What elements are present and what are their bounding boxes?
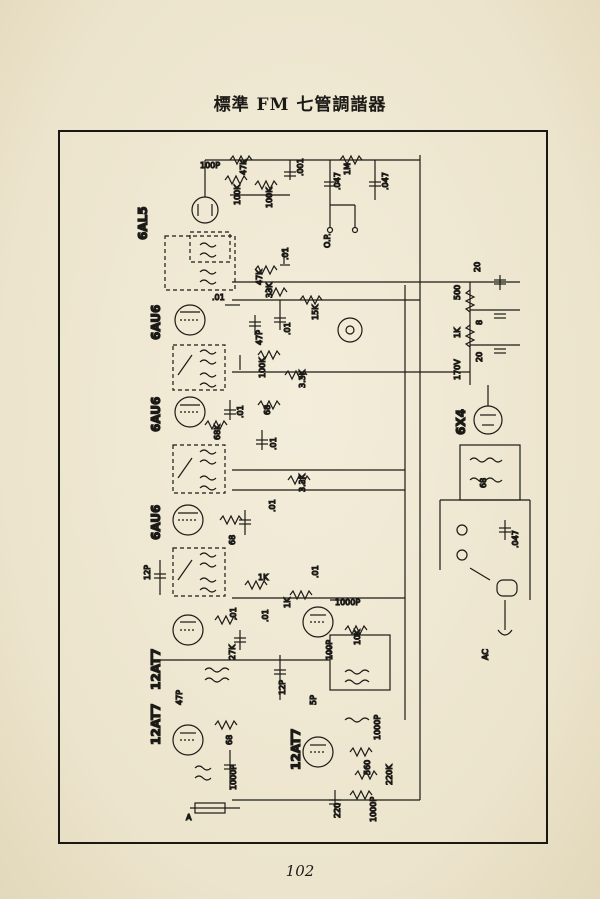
label-100k-b: 100K bbox=[265, 187, 274, 208]
label-antenna: A bbox=[186, 813, 192, 822]
label-01-a: .01 bbox=[281, 247, 290, 260]
label-1k-b: 1K bbox=[283, 597, 292, 608]
label-33k-a: 33K bbox=[265, 282, 274, 298]
stage-6au6-2: 6AU6 .01 68 68K .01 bbox=[148, 396, 281, 451]
label-01-i: .01 bbox=[261, 609, 270, 622]
stage-6al5: 6AL5 100P 47K .001 1M .047 .047 100K 100… bbox=[135, 154, 420, 291]
tube-label-12at7-1: 12AT7 bbox=[149, 648, 163, 690]
label-1000p-d: 1000P bbox=[369, 797, 378, 822]
label-output: O.P. bbox=[323, 233, 332, 248]
label-500: 500 bbox=[453, 285, 462, 300]
page-title: 標準 FM 七管調諧器 bbox=[213, 95, 387, 115]
stage-12at7-2: 12AT7 12AT7 68 1000P 1000P 560 220K 220 … bbox=[148, 703, 394, 823]
tube-label-6au6-2: 6AU6 bbox=[149, 397, 163, 432]
label-100p: 100P bbox=[325, 640, 334, 660]
label-68-d: 68 bbox=[479, 478, 488, 488]
label-01-g: .01 bbox=[311, 565, 320, 578]
tube-12at7-2-envelope bbox=[302, 736, 334, 768]
label-68-c: 68 bbox=[225, 735, 234, 745]
label-01-c: .01 bbox=[283, 322, 292, 335]
label-20-a: 20 bbox=[473, 262, 482, 272]
if-transformer-2: 3.3K .01 bbox=[172, 444, 405, 513]
label-047-b: .047 bbox=[381, 172, 390, 190]
label-12p: 12P bbox=[143, 565, 152, 580]
page-number: 102 bbox=[285, 862, 315, 880]
tube-12at7-rf-envelope bbox=[172, 724, 204, 756]
label-47k-top: 47K bbox=[239, 159, 248, 175]
label-220k: 220K bbox=[385, 764, 394, 785]
tube-6au6-1-envelope bbox=[174, 304, 206, 336]
label-01-b: .01 bbox=[212, 293, 225, 302]
label-47k-b: 47K bbox=[255, 269, 264, 285]
tube-label-12at7-2: 12AT7 bbox=[289, 728, 303, 770]
tube-6au6-3-envelope bbox=[172, 504, 204, 536]
label-47p: 47P bbox=[255, 330, 264, 345]
label-01-d: .01 bbox=[236, 405, 245, 418]
label-12p-b: 12P bbox=[278, 680, 287, 695]
tube-label-12at7-left: 12AT7 bbox=[149, 703, 163, 745]
label-1000p-a: 1000P bbox=[335, 598, 360, 607]
stage-6au6-1: 6AU6 .01 47K 33K 15K 47P .01 bbox=[148, 264, 363, 346]
label-33k-c: 3.3K bbox=[298, 473, 307, 492]
label-47p-b: 47P bbox=[175, 690, 184, 705]
tube-label-6au6-3: 6AU6 bbox=[149, 505, 163, 540]
label-8: 8 bbox=[475, 320, 484, 325]
label-1m: 1M bbox=[343, 163, 352, 175]
label-1000p-b: 1000P bbox=[229, 765, 238, 790]
if-transformer-1: 100K 3.3K bbox=[172, 344, 405, 391]
label-001-top: .001 bbox=[296, 158, 305, 176]
label-01-f: .01 bbox=[268, 499, 277, 512]
tube-6al5-envelope bbox=[191, 196, 219, 224]
power-supply: 6X4 20 500 8 1K 20 170V 68 .047 AC bbox=[405, 261, 531, 661]
label-ac: AC bbox=[481, 649, 490, 660]
schematic-frame bbox=[58, 130, 548, 844]
stage-6au6-3: 6AU6 68 bbox=[148, 504, 251, 546]
label-1k-c: 1K bbox=[453, 327, 462, 338]
tube-6x4-envelope bbox=[473, 405, 503, 435]
tube-12at7-osc-envelope bbox=[302, 606, 334, 638]
label-15k: 15K bbox=[311, 304, 320, 320]
tube-12at7-1-envelope bbox=[172, 614, 204, 646]
label-68k: 68K bbox=[213, 424, 222, 440]
label-68-b: 68 bbox=[228, 535, 237, 545]
tube-socket-octal bbox=[337, 317, 363, 343]
tube-label-6al5: 6AL5 bbox=[136, 206, 150, 240]
label-047-a: .047 bbox=[333, 172, 342, 190]
label-68-a: 68 bbox=[263, 405, 272, 415]
label-27k: 27K bbox=[228, 644, 237, 660]
label-170v: 170V bbox=[453, 359, 462, 380]
tube-label-6au6-1: 6AU6 bbox=[149, 305, 163, 340]
tube-label-6x4: 6X4 bbox=[454, 409, 468, 435]
label-560: 560 bbox=[363, 760, 372, 775]
label-5p: 5P bbox=[309, 695, 318, 705]
label-20-b: 20 bbox=[475, 352, 484, 362]
label-01-h: .01 bbox=[229, 607, 238, 620]
label-01-e: .01 bbox=[269, 437, 278, 450]
label-1k-a: 1K bbox=[258, 573, 269, 582]
label-100p-top: 100P bbox=[200, 161, 220, 170]
label-047-c: .047 bbox=[511, 530, 520, 548]
label-10k: 10K bbox=[353, 629, 362, 645]
label-33k-b: 3.3K bbox=[298, 369, 307, 388]
label-100k-a: 100K bbox=[233, 184, 242, 205]
label-220: 220 bbox=[333, 803, 342, 818]
if-transformer-3: 12P 1K .01 bbox=[142, 547, 405, 599]
tube-6au6-2-envelope bbox=[174, 396, 206, 428]
stage-12at7-1: 12AT7 1000P 1K .01 27K .01 10K 100P 47P … bbox=[148, 589, 391, 706]
power-transformer bbox=[459, 444, 521, 501]
label-100k-c: 100K bbox=[258, 357, 267, 378]
label-1000p-c: 1000P bbox=[373, 715, 382, 740]
